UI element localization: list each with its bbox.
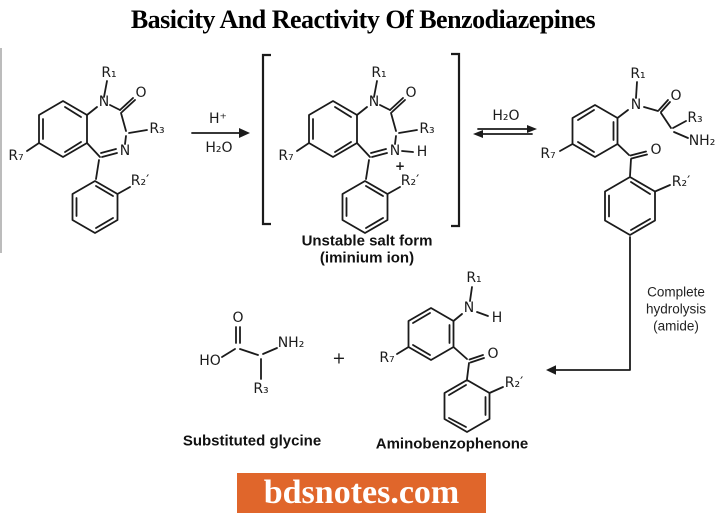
substituent-label-r2prime: R₂′ [505,375,524,391]
structure-iminium-salt: N R₁ O R₃ N H + R₇ R₂′ Unstable salt for… [261,52,461,267]
substituent-label-r2prime: R₂′ [401,173,420,189]
benzodiazepine-skeleton [26,80,148,234]
atom-label-amide-n: N [631,97,641,113]
structure-substituted-glycine: O HO NH₂ R₃ Substituted glycine [183,310,321,450]
substituent-label-r2prime: R₂′ [672,174,691,190]
watermark-banner: bdsnotes.com [237,473,486,513]
structure-ring-opened-amide: R₁ N O R₃ NH₂ O R₇ R₂′ [540,66,716,236]
substituent-label-r1: R₁ [101,65,116,81]
atom-label-ketone-o: O [487,346,498,362]
atom-label-carbonyl-o: O [405,85,416,101]
structure-aminobenzophenone: R₁ N H O R₇ R₂′ Aminobenzophenone [376,270,529,453]
plus-sign: + [332,349,345,368]
atom-label-n4: N [120,143,130,159]
aminobenzophenone-skeleton [396,286,504,433]
caption-salt-form-line2: (iminium ion) [320,250,414,267]
substituent-label-r7: R₇ [8,148,23,164]
atom-label-nh: H [492,310,503,326]
group-label-ho: HO [199,353,221,369]
atom-label-n1: N [369,94,379,110]
group-label-nh2: NH₂ [689,133,716,149]
caption-substituted-glycine: Substituted glycine [183,433,321,450]
atom-label-amine-n: N [464,300,474,316]
substituent-label-r1: R₁ [371,65,386,81]
substituent-label-r2prime: R₂′ [131,173,150,189]
reagent-h-plus: H⁺ [209,111,227,127]
atom-label-carbonyl-o: O [135,85,146,101]
substituent-label-r7: R₇ [540,146,555,162]
caption-aminobenzophenone: Aminobenzophenone [376,436,529,453]
bracket-right [451,52,461,228]
substituent-label-r1: R₁ [466,270,481,286]
positive-charge: + [395,159,405,173]
atom-label-ketone-o: O [650,142,661,158]
atom-label-amide-o: O [670,88,681,104]
reagent-h2o: H₂O [492,108,519,124]
glycine-skeleton [221,326,278,380]
equilibrium-arrow: H₂O [473,108,537,138]
page-title: Basicity And Reactivity Of Benzodiazepin… [130,5,596,34]
caption-hydrolysis-line2: hydrolysis [646,302,706,317]
substituent-label-r7: R₇ [278,148,293,164]
atom-label-n4: N [390,143,400,159]
atom-label-n1: N [99,94,109,110]
bracket-left [261,53,271,226]
hydrolysis-arrow: Complete hydrolysis (amide) [546,236,706,375]
ring-opened-skeleton [559,81,689,236]
substituent-label-r3: R₃ [687,110,702,126]
watermark-text: bdsnotes.com [263,474,460,511]
protonation-arrow: H⁺ H₂O [191,111,250,156]
reagent-h2o: H₂O [205,140,232,156]
group-label-nh2: NH₂ [278,335,305,351]
caption-hydrolysis-line3: (amide) [653,319,699,334]
substituent-label-r3: R₃ [253,381,268,397]
substituent-label-r7: R₇ [379,350,394,366]
caption-hydrolysis-line1: Complete [647,285,705,300]
caption-salt-form-line1: Unstable salt form [302,233,433,250]
substituent-label-r3: R₃ [419,121,434,137]
substituent-label-r3: R₃ [149,121,164,137]
scan-artifact-line [0,48,2,253]
iminium-extra-bonds [401,150,414,153]
structure-benzodiazepine-labels: N R₁ O R₃ N R₇ R₂′ [8,65,164,189]
atom-label-carboxyl-o: O [232,310,243,326]
substituent-label-r1: R₁ [630,66,645,82]
atom-label-nh: H [417,144,428,160]
